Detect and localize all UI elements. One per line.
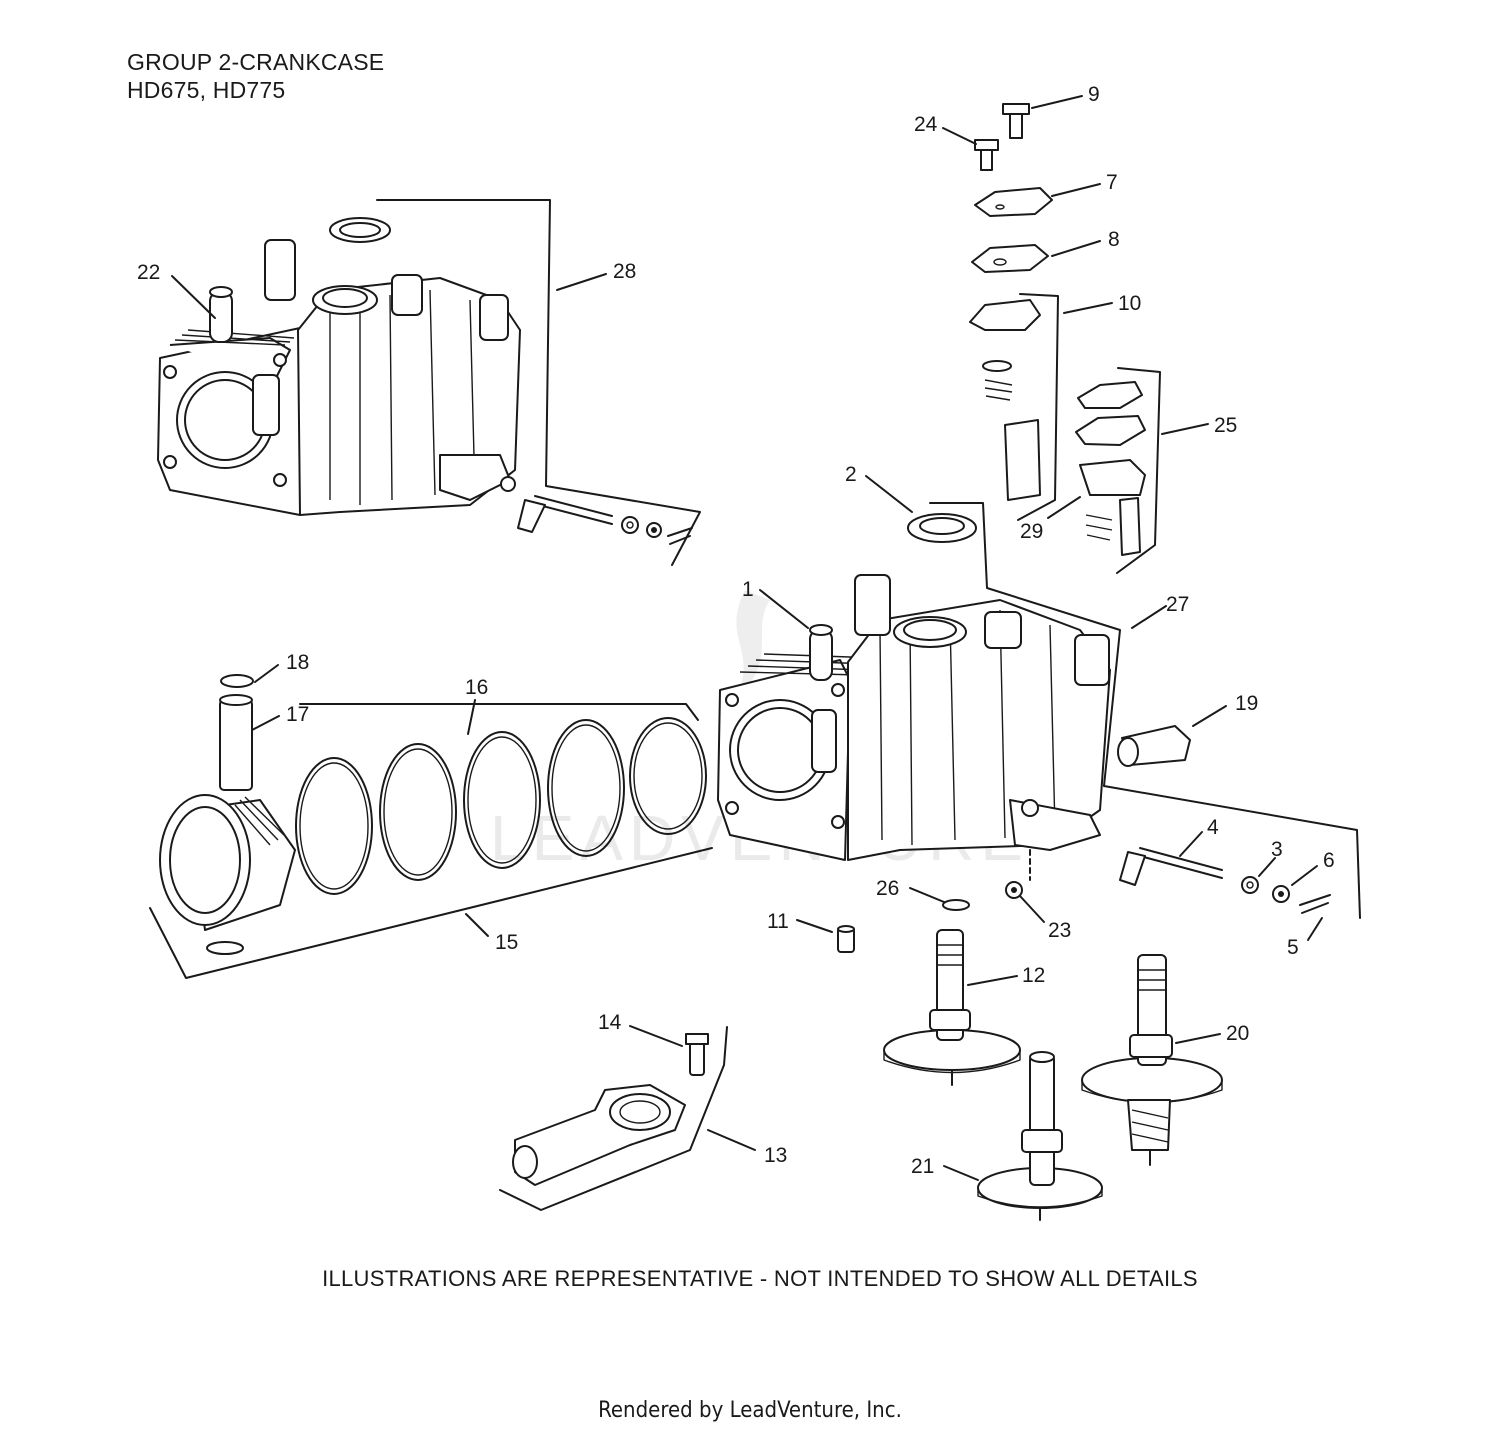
diagram-title: GROUP 2-CRANKCASE HD675, HD775 — [127, 48, 384, 104]
callout-3: 3 — [1271, 838, 1283, 861]
camshafts — [883, 929, 1223, 1221]
group-title: GROUP 2-CRANKCASE — [127, 49, 385, 75]
model-numbers: HD675, HD775 — [127, 77, 286, 103]
callout-7: 7 — [1106, 171, 1118, 194]
callout-25: 25 — [1214, 414, 1237, 437]
callout-22: 22 — [137, 261, 160, 284]
connecting-rod — [512, 1033, 709, 1186]
callout-14: 14 — [598, 1011, 622, 1034]
callout-24: 24 — [914, 113, 938, 136]
callout-18: 18 — [286, 651, 309, 674]
small-parts — [837, 725, 1331, 953]
governor-parts — [969, 103, 1146, 556]
callout-9: 9 — [1088, 83, 1100, 106]
callout-8: 8 — [1108, 228, 1120, 251]
callout-labels: 1 2 3 4 5 6 7 8 9 10 11 12 13 14 15 16 1… — [137, 83, 1335, 1178]
crankcase-upper-assembly — [157, 217, 693, 545]
callout-29: 29 — [1020, 520, 1043, 543]
callout-28: 28 — [613, 260, 636, 283]
callout-10: 10 — [1118, 292, 1141, 315]
leader-lines — [171, 95, 1323, 1181]
grouping-brackets — [149, 199, 1361, 1211]
callout-21: 21 — [911, 1155, 934, 1178]
callout-12: 12 — [1022, 964, 1045, 987]
piston-parts — [159, 674, 707, 955]
callout-1: 1 — [742, 578, 754, 601]
callout-4: 4 — [1207, 816, 1219, 839]
callout-16: 16 — [465, 676, 488, 699]
callout-26: 26 — [876, 877, 899, 900]
callout-5: 5 — [1287, 936, 1299, 959]
callout-27: 27 — [1166, 593, 1189, 616]
callout-20: 20 — [1226, 1022, 1249, 1045]
render-credit: Rendered by LeadVenture, Inc. — [598, 1398, 902, 1423]
callout-13: 13 — [764, 1144, 787, 1167]
callout-19: 19 — [1235, 692, 1258, 715]
callout-15: 15 — [495, 931, 518, 954]
seal-2 — [907, 513, 977, 543]
callout-2: 2 — [845, 463, 857, 486]
disclaimer-note: ILLUSTRATIONS ARE REPRESENTATIVE - NOT I… — [322, 1266, 1198, 1291]
crankcase-main-assembly — [717, 574, 1111, 881]
callout-6: 6 — [1323, 849, 1335, 872]
callout-23: 23 — [1048, 919, 1071, 942]
callout-17: 17 — [286, 703, 309, 726]
callout-11: 11 — [767, 910, 789, 933]
